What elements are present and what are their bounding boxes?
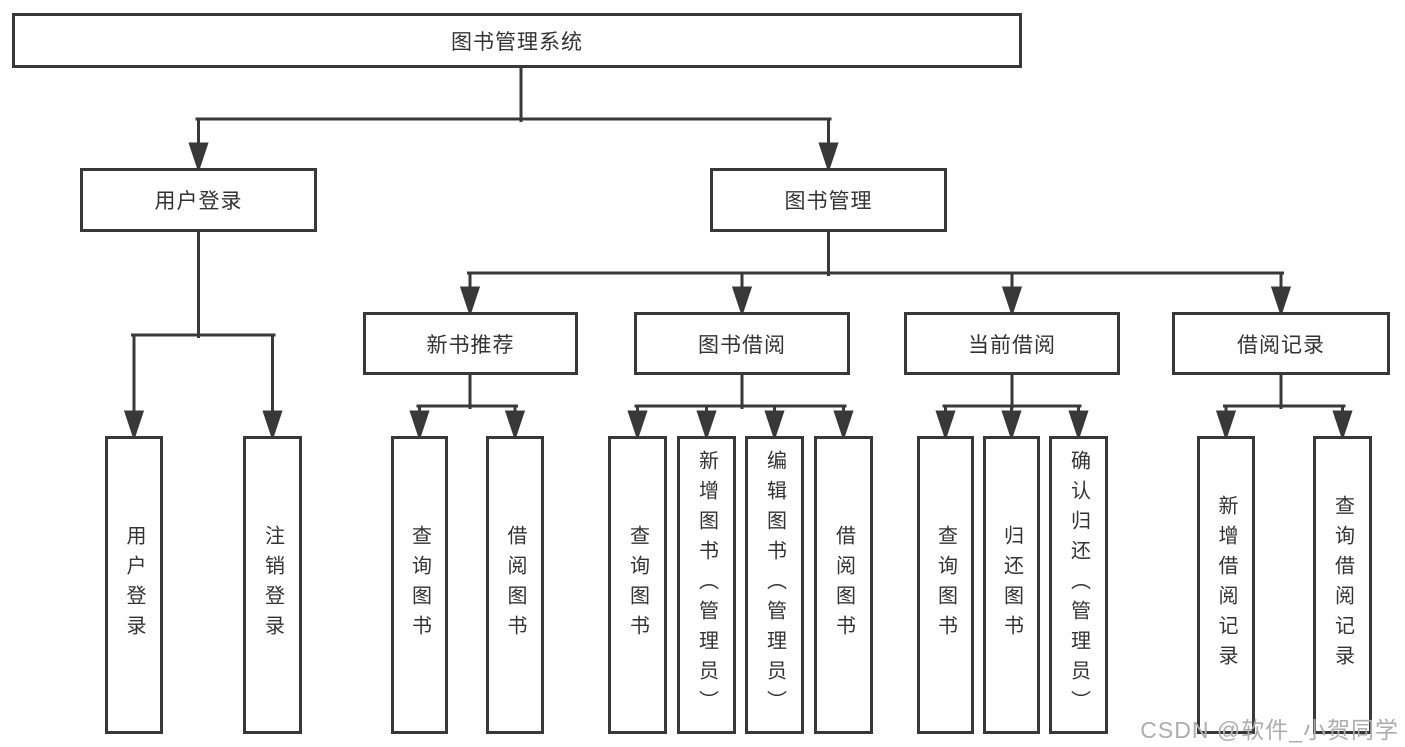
- node-root: 图书管理系统: [12, 13, 1022, 68]
- leaf-user-login-label: 用户登录: [123, 525, 145, 645]
- node-book-borrow-label: 图书借阅: [698, 333, 786, 357]
- leaf-borrow-edit-admin: 编辑图书（管理员）: [745, 436, 804, 734]
- leaf-borrow-edit-admin-label: 编辑图书（管理员）: [763, 450, 786, 720]
- leaf-record-query: 查询借阅记录: [1313, 436, 1372, 734]
- leaf-new-book-query-label: 查询图书: [408, 525, 431, 645]
- leaf-borrow-add-admin-label: 新增图书（管理员）: [695, 450, 718, 720]
- node-current-borrow: 当前借阅: [904, 312, 1120, 375]
- node-borrow-record-label: 借阅记录: [1237, 333, 1325, 357]
- node-current-borrow-label: 当前借阅: [968, 333, 1056, 357]
- leaf-new-book-borrow: 借阅图书: [486, 436, 544, 734]
- node-user-login: 用户登录: [80, 168, 317, 232]
- leaf-new-book-query: 查询图书: [391, 436, 448, 734]
- node-root-label: 图书管理系统: [451, 30, 583, 54]
- leaf-logout-label: 注销登录: [261, 525, 284, 645]
- leaf-record-add: 新增借阅记录: [1197, 436, 1255, 734]
- node-borrow-record: 借阅记录: [1172, 312, 1390, 375]
- leaf-borrow-query: 查询图书: [608, 436, 667, 734]
- connector-user-login-to-leaves: [123, 230, 283, 441]
- leaf-logout: 注销登录: [243, 436, 302, 734]
- leaf-user-login: 用户登录: [105, 436, 163, 734]
- leaf-return-book: 归还图书: [983, 436, 1040, 734]
- leaf-borrow-book: 借阅图书: [814, 436, 873, 734]
- node-book-mgmt-label: 图书管理: [784, 190, 873, 213]
- leaf-current-query-label: 查询图书: [934, 525, 957, 645]
- leaf-confirm-return-admin-label: 确认归还（管理员）: [1067, 450, 1090, 720]
- connector-book-mgmt-to-level3: [459, 230, 1292, 317]
- leaf-record-query-label: 查询借阅记录: [1331, 495, 1354, 675]
- node-book-mgmt: 图书管理: [710, 168, 947, 232]
- connector-borrow-record-to-leaves: [1215, 373, 1353, 441]
- leaf-current-query: 查询图书: [917, 436, 974, 734]
- leaf-confirm-return-admin: 确认归还（管理员）: [1049, 436, 1108, 734]
- csdn-watermark: CSDN @软件_小贺同学: [1140, 717, 1399, 743]
- connector-root-to-level2: [188, 66, 839, 173]
- connector-current-borrow-to-leaves: [935, 373, 1089, 441]
- leaf-borrow-book-label: 借阅图书: [832, 525, 855, 645]
- connector-book-borrow-to-leaves: [627, 373, 854, 441]
- node-book-borrow: 图书借阅: [634, 312, 850, 375]
- node-user-login-label: 用户登录: [154, 190, 243, 213]
- leaf-record-add-label: 新增借阅记录: [1215, 495, 1237, 675]
- leaf-new-book-borrow-label: 借阅图书: [504, 525, 526, 645]
- leaf-borrow-query-label: 查询图书: [626, 525, 649, 645]
- leaf-borrow-add-admin: 新增图书（管理员）: [677, 436, 736, 734]
- node-new-book: 新书推荐: [363, 312, 578, 375]
- node-new-book-label: 新书推荐: [426, 333, 515, 357]
- leaf-return-book-label: 归还图书: [1000, 525, 1023, 645]
- connector-new-book-to-leaves: [409, 373, 526, 441]
